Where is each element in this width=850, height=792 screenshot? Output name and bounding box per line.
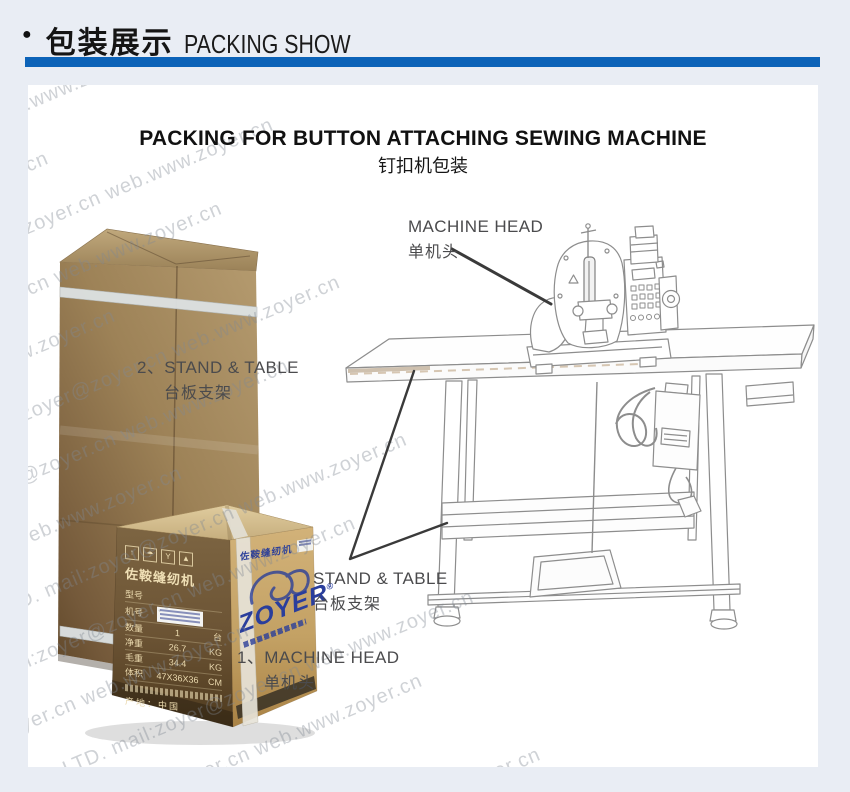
stack-icon: ▲ [179,551,193,567]
callout-machine-head-top: MACHINE HEAD 单机头 [408,217,544,261]
header-underline [25,57,820,67]
callout-stand-table-mid: STAND & TABLE 台板支架 [313,569,448,613]
header-title-en: PACKING SHOW [183,29,351,59]
callout-machine-head-box: 1、MACHINE HEAD 单机头 [237,648,400,692]
keep-dry-icon: ☂ [143,547,157,563]
page-header: ● 包装展示 PACKING SHOW [22,18,387,60]
fragile-icon: Y [161,549,175,565]
this-way-up-icon: ↑ [125,545,139,561]
front-sticker [296,538,313,553]
callout-stand-table-on-box: 2、STAND & TABLE 台板支架 [137,358,299,402]
page-title: PACKING FOR BUTTON ATTACHING SEWING MACH… [139,127,707,150]
bullet-icon: ● [22,26,32,43]
small-box-front-print: 佐鞍缝纫机 ZOYER® [236,537,335,649]
header-title-zh: 包装展示 [45,27,174,60]
dragon-art [249,569,310,605]
page-subtitle-zh: 钉扣机包装 [378,156,468,176]
